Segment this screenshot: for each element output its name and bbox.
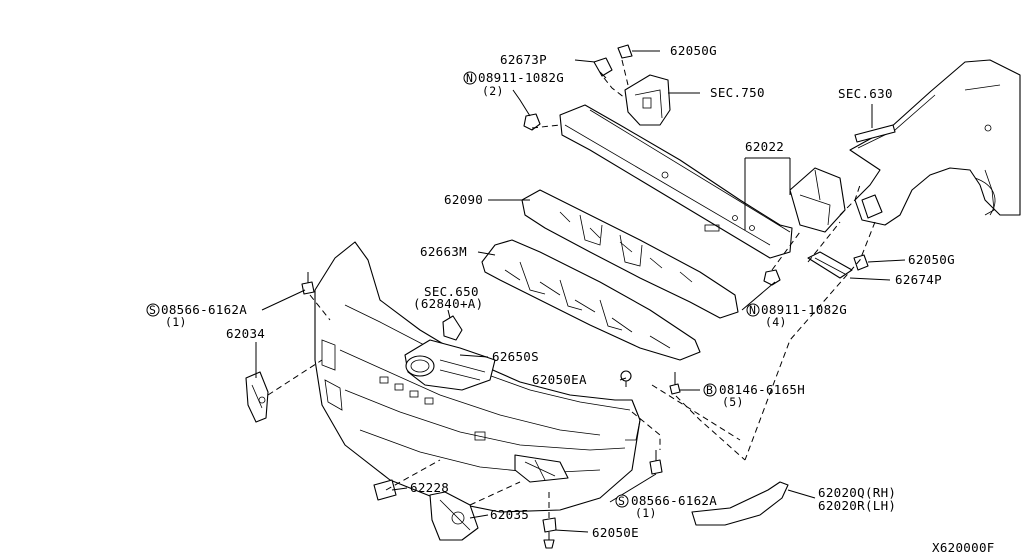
clip-62050G-top-part [617,44,633,59]
label-62050E: 62050E [592,525,639,540]
fog-lamp-bracket-62034-part [245,371,269,423]
label-62020Q: 62020Q(RH) [818,485,896,500]
label-08146: 08146-6165H [719,382,805,397]
clip-62673P-part [593,57,613,79]
clip-62050G-right-part [853,254,869,271]
label-62673P: 62673P [500,52,547,67]
label-sec630: SEC.630 [838,86,893,101]
nut-right-part [763,269,781,286]
nut-symbol-right-icon [746,303,760,317]
label-08566-bottom: 08566-6162A [631,493,717,508]
label-08566-left-qty: (1) [165,315,187,329]
reinforcement-beam-part [559,104,846,259]
side-molding-62020-part [691,481,789,526]
hook-cover-62228-part [373,479,397,501]
sensor-sec650-part [442,315,463,341]
label-08911-right-qty: (4) [765,315,787,329]
bolt-symbol-icon [703,383,717,397]
screw-symbol-bottom-letter: S [618,494,625,508]
label-08566-bottom-qty: (1) [635,506,657,520]
label-62050G-top: 62050G [670,43,717,58]
diagram-id: X620000F [932,540,995,555]
label-62228: 62228 [410,480,449,495]
label-sec650-sub: (62840+A) [413,296,483,311]
label-62663M: 62663M [420,244,467,259]
bolt-08146-part [669,372,681,395]
label-62650S: 62650S [492,349,539,364]
bolt-symbol-letter: B [706,383,713,397]
screw-symbol-left-letter: S [149,303,156,317]
nut-symbol-top-letter: N [466,71,473,85]
energy-absorber-62090-part [521,189,739,319]
labels: 62673P 62050G N 08911-1082G (2) SEC.750 … [146,43,995,555]
assembly-lines [267,59,876,518]
label-08911-right: 08911-1082G [761,302,847,317]
screw-symbol-left-icon [146,303,160,317]
label-sec650: SEC.650 [424,284,479,299]
label-08566-left: 08566-6162A [161,302,247,317]
fender-part [849,59,1021,226]
label-sec750: SEC.750 [710,85,765,100]
nut-top-part [523,113,541,131]
label-62035: 62035 [490,507,529,522]
label-62050G-right: 62050G [908,252,955,267]
clip-62674P-part [807,251,853,279]
label-62050EA: 62050EA [532,372,587,387]
clip-62050E-part [542,517,557,549]
label-62674P: 62674P [895,272,942,287]
label-62020R: 62020R(LH) [818,498,896,513]
fog-lamp-cover-62035-part [429,491,479,541]
label-62034: 62034 [226,326,265,341]
nut-symbol-top-icon [463,71,477,85]
label-08146-qty: (5) [722,395,744,409]
label-08911-top-qty: (2) [482,84,504,98]
bracket-sec750-part [624,74,671,126]
label-62090: 62090 [444,192,483,207]
lower-cover-62663M-part [481,239,701,361]
nut-symbol-right-letter: N [749,303,756,317]
label-62022: 62022 [745,139,784,154]
screw-symbol-bottom-icon [615,494,629,508]
label-08911-top: 08911-1082G [478,70,564,85]
screw-left-part [301,272,315,295]
screw-bottom-part [649,450,663,475]
grille-62650S-part [404,339,496,391]
